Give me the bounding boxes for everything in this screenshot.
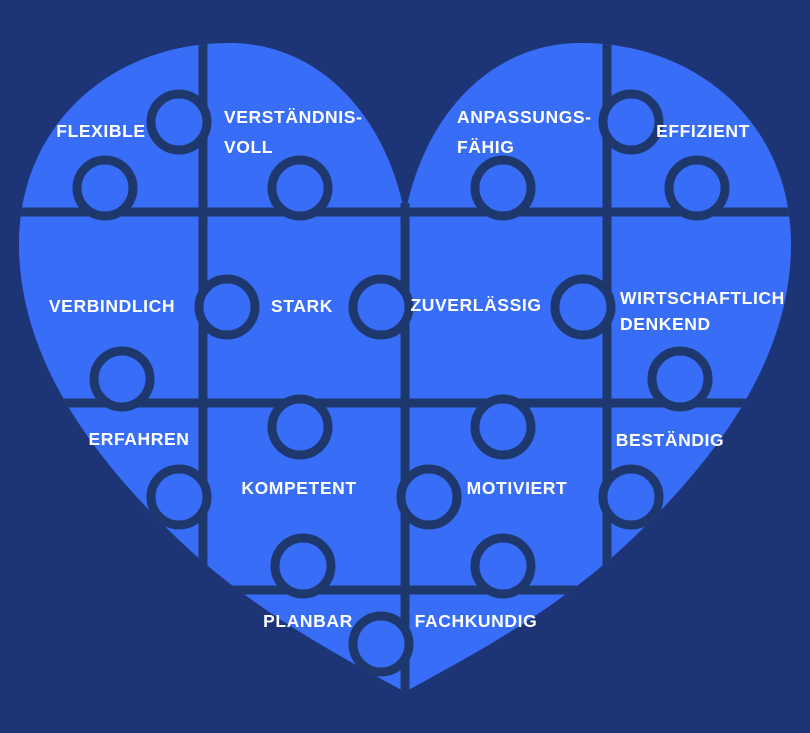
puzzle-knob: [598, 464, 664, 530]
piece-label-kompetent: KOMPETENT: [241, 478, 356, 498]
puzzle-knob: [470, 155, 536, 221]
puzzle-knob: [598, 89, 664, 155]
puzzle-knob: [194, 274, 260, 340]
piece-label-effizient: EFFIZIENT: [656, 121, 750, 141]
piece-label-fachkundig: FACHKUNDIG: [415, 611, 538, 631]
piece-label-wirtschaftlich-line2: DENKEND: [620, 314, 711, 334]
puzzle-knob: [146, 89, 212, 155]
piece-label-verbindlich: VERBINDLICH: [49, 296, 175, 316]
piece-label-stark: STARK: [271, 296, 333, 316]
puzzle-knob: [267, 394, 333, 460]
puzzle-knob: [664, 155, 730, 221]
puzzle-knob: [550, 274, 616, 340]
piece-label-zuverlaessig: ZUVERLÄSSIG: [410, 295, 541, 315]
puzzle-knob: [470, 533, 536, 599]
piece-label-anpassungsfaehig-line2: FÄHIG: [457, 137, 514, 157]
piece-label-verstaendnisvoll-line1: VERSTÄNDNIS-: [224, 107, 362, 127]
piece-label-verstaendnisvoll-line2: VOLL: [224, 137, 273, 157]
puzzle-knob: [270, 533, 336, 599]
piece-label-bestaendig: BESTÄNDIG: [616, 430, 724, 450]
piece-label-erfahren: ERFAHREN: [88, 429, 189, 449]
puzzle-knob: [348, 611, 414, 677]
puzzle-knob: [89, 346, 155, 412]
puzzle-knob: [647, 346, 713, 412]
puzzle-knob: [470, 394, 536, 460]
puzzle-knob: [267, 155, 333, 221]
piece-label-motiviert: MOTIVIERT: [467, 478, 568, 498]
piece-label-wirtschaftlich-line1: WIRTSCHAFTLICH: [620, 288, 785, 308]
piece-label-flexible: FLEXIBLE: [56, 121, 145, 141]
piece-labels: FLEXIBLE VERSTÄNDNIS- VOLL ANPASSUNGS- F…: [49, 107, 785, 631]
piece-label-planbar: PLANBAR: [263, 611, 353, 631]
puzzle-knob: [348, 274, 414, 340]
puzzle-knob: [72, 155, 138, 221]
piece-label-anpassungsfaehig-line1: ANPASSUNGS-: [457, 107, 592, 127]
puzzle-knob: [396, 464, 462, 530]
puzzle-knob: [146, 464, 212, 530]
